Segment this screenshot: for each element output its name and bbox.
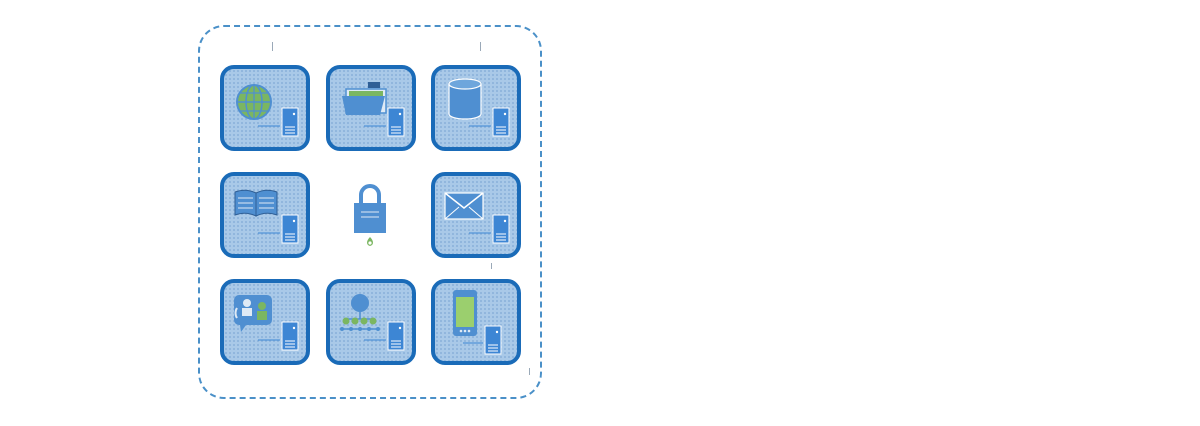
- server-icon: [469, 107, 510, 137]
- service-tile-mobile: [431, 279, 521, 365]
- tick-mark: [480, 42, 481, 51]
- security-boundary: [198, 25, 542, 399]
- tick-mark: [491, 263, 492, 269]
- tick-mark: [529, 368, 530, 375]
- server-icon: [258, 321, 299, 351]
- globe-icon: [236, 84, 272, 120]
- server-icon: [364, 107, 405, 137]
- tick-mark: [272, 42, 273, 51]
- service-tile-database: [431, 65, 521, 151]
- service-tile-collaboration: [220, 279, 310, 365]
- service-tile-web: [220, 65, 310, 151]
- folder-icon: [342, 82, 387, 115]
- server-icon: [463, 325, 502, 355]
- org-chart-icon: [340, 294, 380, 331]
- service-tile-files: [326, 65, 416, 151]
- service-tile-mail: [431, 172, 521, 258]
- service-tile-directory: [326, 279, 416, 365]
- envelope-icon: [444, 192, 484, 220]
- database-icon: [448, 78, 482, 120]
- book-icon: [234, 189, 278, 217]
- chat-users-icon: [234, 295, 272, 332]
- server-icon: [469, 214, 510, 244]
- server-icon: [364, 321, 405, 351]
- smartphone-icon: [453, 290, 477, 336]
- server-icon: [258, 107, 299, 137]
- padlock-icon: [348, 182, 392, 257]
- service-tile-docs: [220, 172, 310, 258]
- server-icon: [258, 214, 299, 244]
